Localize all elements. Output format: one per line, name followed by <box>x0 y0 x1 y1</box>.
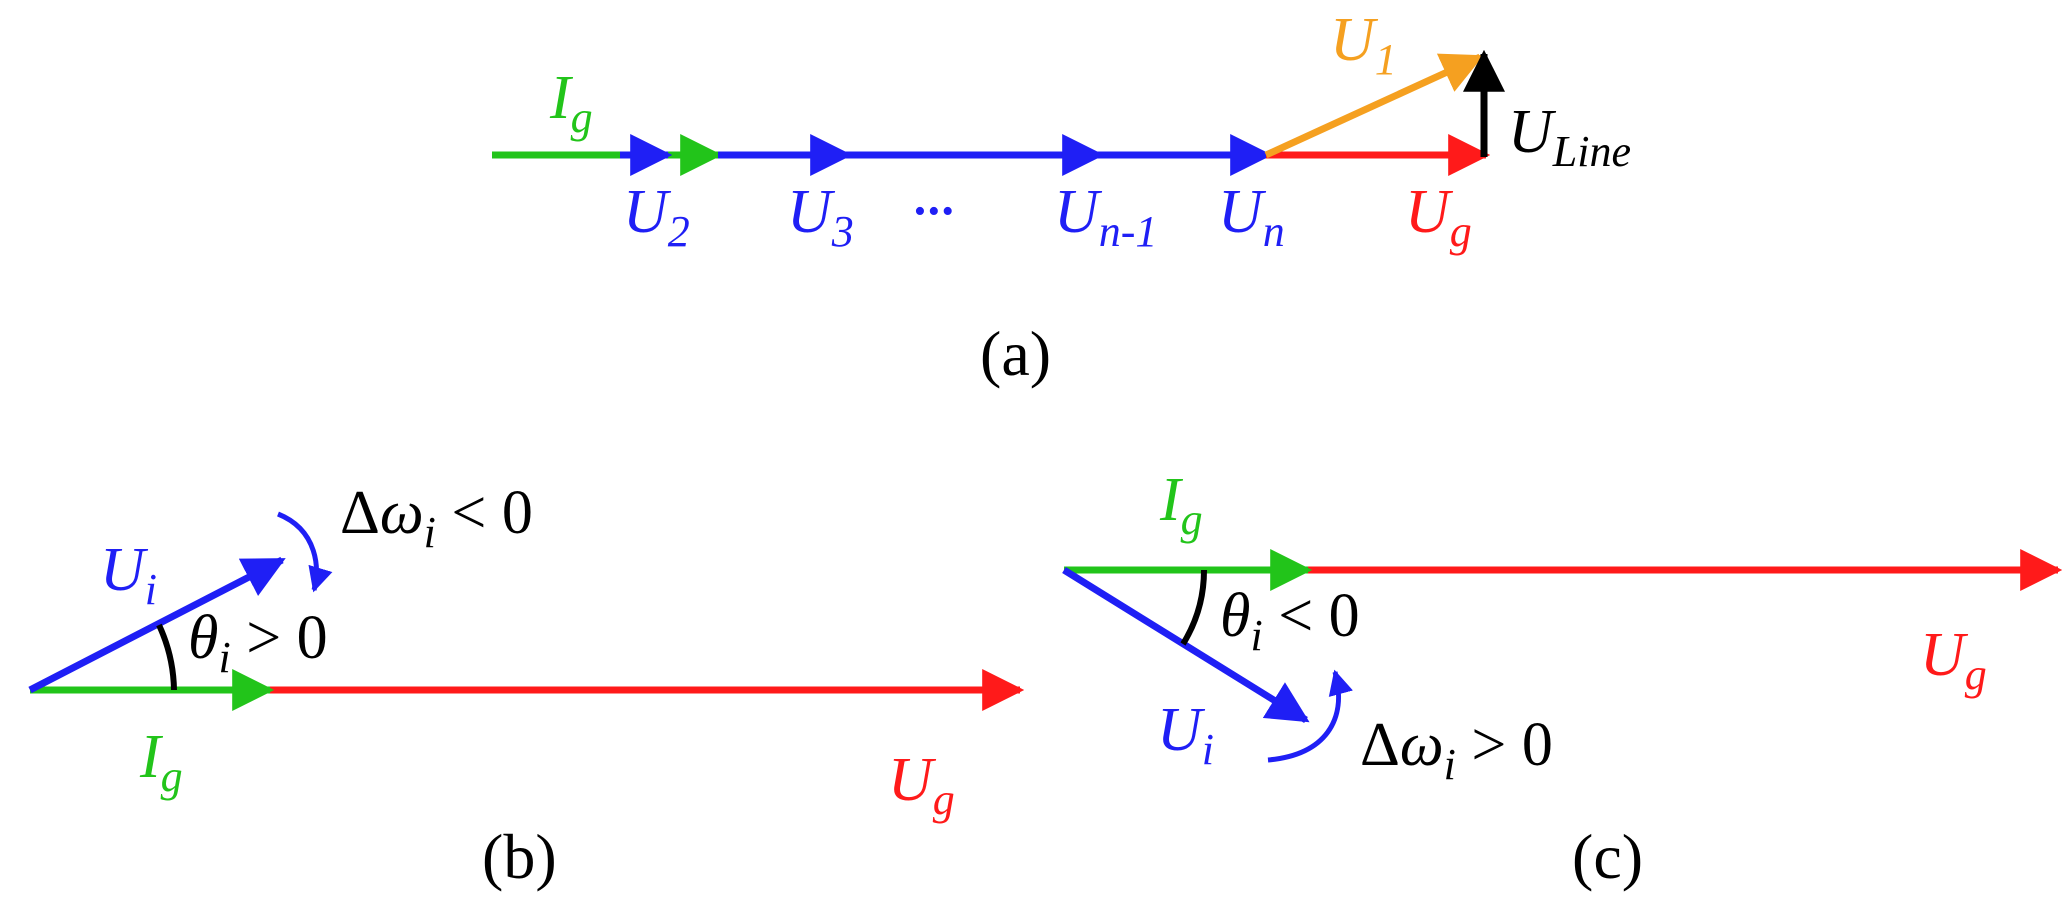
panel-c: Ig θi < 0 Ui Δωi > 0 Ug (c) <box>1062 466 2063 892</box>
u1-label: U1 <box>1330 6 1397 84</box>
ig-label-c: Ig <box>1159 466 1203 544</box>
uline-label: ULine <box>1508 98 1631 176</box>
ui-label-c: Ui <box>1157 696 1214 774</box>
theta-arc-b <box>156 623 177 691</box>
ig-label-a: Ig <box>549 64 593 142</box>
ellipsis: ••• <box>914 193 956 230</box>
u2-label: U2 <box>623 178 690 256</box>
caption-b: (b) <box>482 821 557 892</box>
u1-vector <box>1264 53 1484 159</box>
un1-label: Un-1 <box>1054 178 1157 256</box>
caption-c: (c) <box>1572 821 1643 892</box>
theta-arc-c <box>1180 569 1208 646</box>
panel-b: Ui θi > 0 Δωi < 0 Ig Ug (b) <box>28 479 1025 892</box>
ug-label-c: Ug <box>1920 621 1987 699</box>
rotation-arrow-c <box>1267 669 1353 763</box>
domega-label-c: Δωi > 0 <box>1360 711 1553 789</box>
panel-a: Ig U2 U3 ••• Un-1 Un Ug U1 ULine (a) <box>492 6 1631 389</box>
ui-label-b: Ui <box>100 536 157 614</box>
ui-vector-b <box>28 556 286 694</box>
theta-label-c: θi < 0 <box>1220 582 1360 660</box>
u3-label: U3 <box>787 178 854 256</box>
ug-label-b: Ug <box>888 746 955 824</box>
domega-label-b: Δωi < 0 <box>340 479 533 557</box>
caption-a: (a) <box>980 318 1051 389</box>
un-label: Un <box>1218 178 1285 256</box>
rotation-arrow-b <box>277 511 333 593</box>
ig-label-b: Ig <box>139 723 183 801</box>
theta-label-b: θi > 0 <box>188 604 328 682</box>
ug-label-a: Ug <box>1405 178 1472 256</box>
